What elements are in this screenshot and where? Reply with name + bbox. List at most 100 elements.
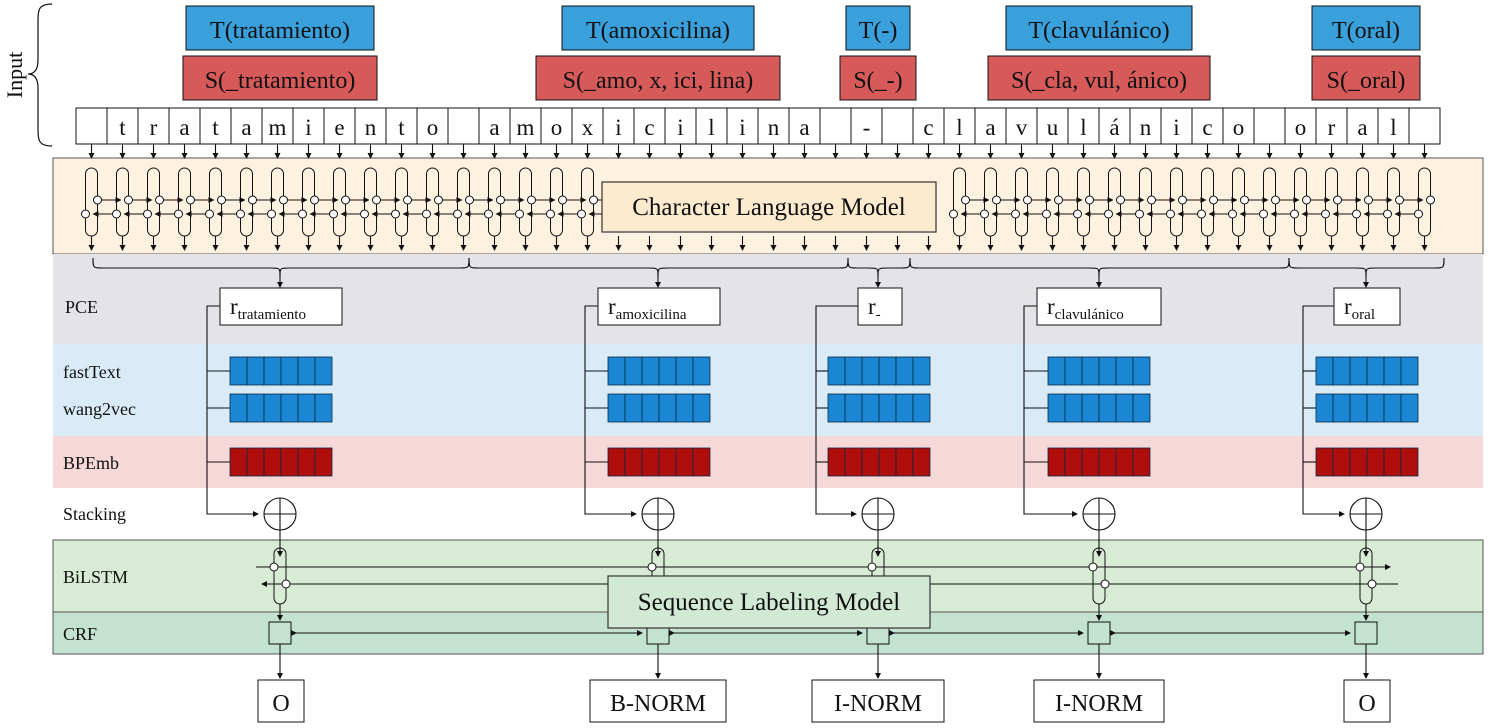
subword-token-label: S(_amo, x, ici, lina) xyxy=(563,68,754,94)
pce-rep-box xyxy=(1036,287,1162,326)
pce-rep-label: rtratamiento xyxy=(230,294,306,323)
token-group: T(clavulánico)S(_cla, vul, ánico) xyxy=(987,5,1211,101)
lstm-column xyxy=(577,144,618,251)
backward-node xyxy=(1352,209,1361,219)
fasttext-vector-cell xyxy=(314,356,333,386)
char-text: a xyxy=(799,115,809,140)
lstm-column xyxy=(1135,144,1176,251)
wang2vec-vector-cell xyxy=(1383,393,1402,423)
wang2vec-vector-cell xyxy=(229,393,248,423)
char-cell: l xyxy=(1377,107,1410,145)
wang2vec-vector-cell xyxy=(1132,393,1151,423)
lstm-column xyxy=(205,144,246,251)
fasttext-vector-cell xyxy=(692,356,711,386)
char-text: m xyxy=(269,115,287,140)
seq-model-label: Sequence Labeling Model xyxy=(638,589,900,616)
lstm-column xyxy=(236,144,277,251)
fasttext-label: fastText xyxy=(63,362,121,382)
bpemb-vector-cell xyxy=(675,447,694,477)
fasttext-vector-cell xyxy=(607,356,626,386)
output-label-box xyxy=(1343,679,1391,723)
char-text: c xyxy=(1202,115,1212,140)
crf-node xyxy=(268,621,292,645)
forward-node xyxy=(589,195,598,205)
backward-node xyxy=(1197,209,1206,219)
char-box xyxy=(509,107,542,145)
char-text: i xyxy=(615,115,621,140)
backward-node xyxy=(980,209,989,219)
char-text: n xyxy=(1140,115,1152,140)
wang2vec-label: wang2vec xyxy=(63,399,136,419)
char-text: l xyxy=(1390,115,1396,140)
char-text: o xyxy=(551,115,563,140)
bilstm-forward-node xyxy=(647,562,657,572)
char-text: a xyxy=(489,115,499,140)
output-label-group: O xyxy=(257,679,305,723)
char-cell: a xyxy=(1346,107,1379,145)
pce-word: rtratamiento xyxy=(206,287,343,557)
wang2vec-vector-cell xyxy=(641,393,660,423)
lstm-column xyxy=(329,144,370,251)
fasttext-vector-cell xyxy=(1098,356,1117,386)
lstm-column xyxy=(484,144,525,251)
char-cell: i xyxy=(602,107,635,145)
backward-node xyxy=(236,209,245,219)
token-group: T(amoxicilina)S(_amo, x, ici, lina) xyxy=(535,5,781,101)
char-cell: a xyxy=(788,107,821,145)
char-cell: r xyxy=(137,107,170,145)
output-label-box xyxy=(1033,679,1165,723)
token-group: T(oral)S(_oral) xyxy=(1311,5,1421,101)
backward-node xyxy=(360,209,369,219)
lstm-column xyxy=(1414,144,1435,251)
char-cell: a xyxy=(478,107,511,145)
lstm-column xyxy=(81,144,122,251)
char-lm-label: Character Language Model xyxy=(632,194,906,221)
char-text: m xyxy=(517,115,535,140)
forward-node xyxy=(1364,195,1373,205)
forward-node xyxy=(1271,195,1280,205)
subword-token-box xyxy=(1311,55,1421,101)
forward-node xyxy=(1333,195,1342,205)
char-cell xyxy=(447,107,480,145)
char-box xyxy=(1005,107,1038,145)
char-cell xyxy=(1253,107,1286,145)
char-cell: t xyxy=(385,107,418,145)
lstm-column xyxy=(1228,144,1269,251)
backward-node xyxy=(267,209,276,219)
char-cell: o xyxy=(1284,107,1317,145)
lstm-column xyxy=(1321,144,1362,251)
forward-node xyxy=(403,195,412,205)
bpemb-vector-cell xyxy=(263,447,282,477)
stacking-label: Stacking xyxy=(63,504,126,524)
char-text: l xyxy=(1080,115,1086,140)
wang2vec-vector-cell xyxy=(1047,393,1066,423)
forward-node xyxy=(155,195,164,205)
char-cell: a xyxy=(168,107,201,145)
char-box xyxy=(261,107,294,145)
char-text: i xyxy=(305,115,311,140)
char-text: a xyxy=(241,115,251,140)
output-label-group: B-NORM xyxy=(589,679,727,723)
subword-token-label: S(_tratamiento) xyxy=(205,68,356,94)
output-label-group: I-NORM xyxy=(1033,679,1165,723)
fasttext-vector-cell xyxy=(1366,356,1385,386)
seq-column xyxy=(268,547,292,679)
text-token-box xyxy=(1311,5,1421,51)
bpemb-vector-cell xyxy=(280,447,299,477)
backward-node xyxy=(1135,209,1144,219)
backward-node xyxy=(577,209,586,219)
fasttext-vector-cell xyxy=(827,356,846,386)
backward-node xyxy=(205,209,214,219)
char-cell: e xyxy=(323,107,356,145)
lstm-column xyxy=(298,144,339,251)
char-text: a xyxy=(1357,115,1367,140)
fasttext-vector-cell xyxy=(1349,356,1368,386)
lstm-column xyxy=(267,144,308,251)
char-cell: i xyxy=(664,107,697,145)
lstm-column xyxy=(112,144,153,251)
fasttext-vector-cell xyxy=(280,356,299,386)
wang2vec-vector-cell xyxy=(263,393,282,423)
fasttext-vector-cell xyxy=(624,356,643,386)
